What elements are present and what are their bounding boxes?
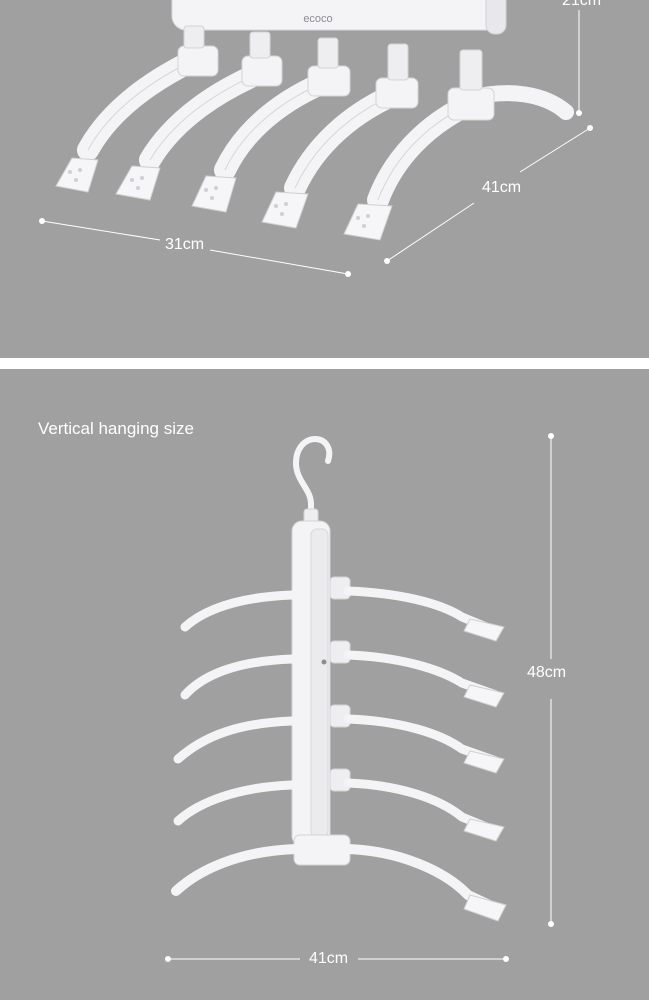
hanger-horizontal-illustration: ecoco [39,0,593,277]
dimension-depth-line [384,125,593,264]
hanger-arm-5 [343,49,574,241]
section-divider [0,358,649,369]
hanger-arm-1 [55,25,219,193]
vertical-width-label: 41cm [309,950,349,967]
hanger-vertical-bar [291,520,331,847]
brand-logo: ecoco [303,13,332,25]
width-dimension-label: 31cm [165,236,205,253]
product-image-vertical: Vertical hanging size [0,369,649,1000]
dimension-height-line [576,10,582,116]
product-image-horizontal: ecoco [0,0,649,358]
hanger-vertical-illustration [165,433,554,962]
dimension-vertical-height-line [548,433,554,927]
hanger-arm-2 [115,31,283,201]
height-dimension-label: 21cm [562,0,602,9]
hanger-arm-v5 [171,834,507,922]
section-title: Vertical hanging size [38,419,194,438]
dimension-width-line [39,218,351,277]
hanger-top-bar: ecoco [171,0,507,35]
hanger-arm-4 [261,43,419,229]
hanger-arm-v4 [173,768,505,842]
vertical-height-label: 48cm [527,664,567,681]
hanger-arm-v2 [180,640,505,708]
dimension-vertical-width-line [165,956,509,962]
hanger-arm-3 [191,37,351,213]
hanger-arm-v1 [180,576,505,642]
depth-dimension-label: 41cm [482,179,522,196]
hook [292,435,333,524]
hanger-arm-v3 [173,704,505,774]
